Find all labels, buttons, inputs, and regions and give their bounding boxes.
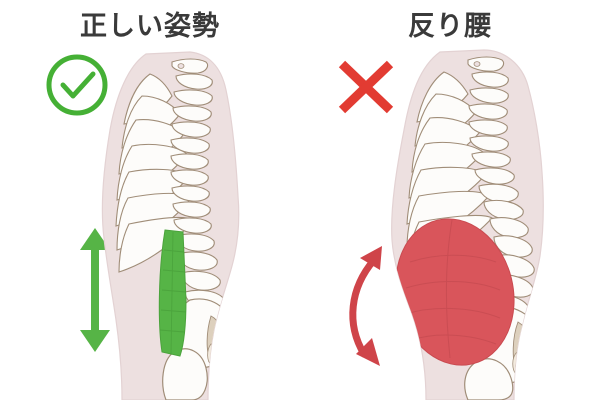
page-title-sway-back: 反り腰 [408, 11, 492, 41]
figure-sway-back [391, 49, 544, 400]
panel-sway-back: 反り腰 [300, 0, 600, 400]
check-circle-icon [46, 54, 108, 116]
page-title-correct-posture: 正しい姿勢 [80, 11, 220, 41]
femur-head-left [162, 348, 208, 400]
figure-correct-posture [101, 51, 240, 400]
abdominal-muscle-highlight-left [158, 229, 187, 357]
double-headed-curved-arrow-icon [349, 246, 382, 366]
double-headed-straight-arrow-icon [80, 228, 110, 352]
cross-mark-icon [338, 60, 394, 114]
coccyx-left [207, 343, 221, 365]
coccyx-right [512, 351, 527, 375]
rib-cage-left [115, 73, 194, 273]
femur-head-right [464, 358, 514, 400]
panel-correct-posture: 正しい姿勢 [46, 11, 240, 400]
